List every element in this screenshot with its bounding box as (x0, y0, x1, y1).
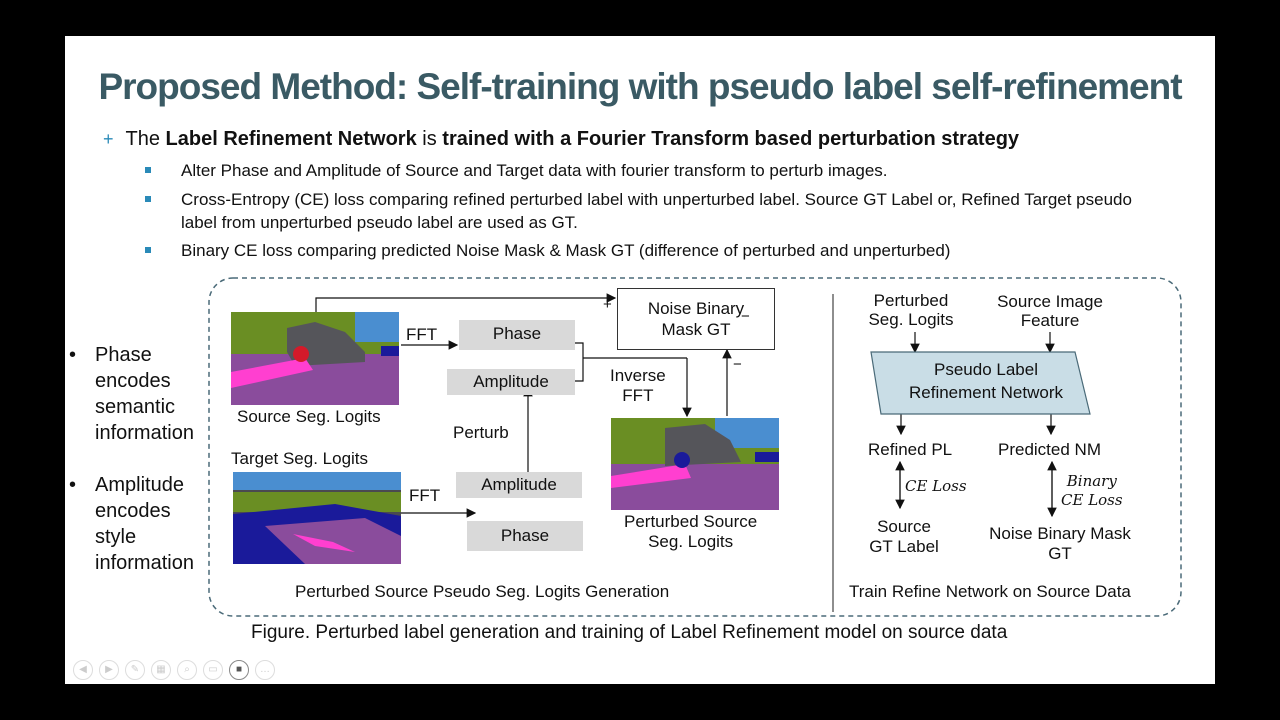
slide: Proposed Method: Self-training with pseu… (65, 36, 1215, 684)
diagram-lines (208, 277, 1182, 617)
noise-binary-mask-line1: Noise Binary Mask (989, 524, 1131, 543)
predicted-nm-label: Predicted NM (998, 440, 1101, 459)
source-gt-line1: Source (877, 517, 931, 536)
source-image-feature-line1: Source Image (997, 292, 1103, 311)
refine-net-line1: Pseudo Label (934, 360, 1038, 379)
perturbed-seg-logits-label: Perturbed Seg. Logits (863, 291, 959, 329)
source-gt-line2: GT Label (869, 537, 939, 556)
diagram-dashed-border (208, 277, 1182, 617)
noise-mask-gt-line2: Mask GT (661, 320, 731, 339)
more-icon[interactable]: … (255, 660, 275, 680)
noise-mask-gt-line1: Noise Binary (647, 299, 745, 318)
source-seg-logits-label: Source Seg. Logits (237, 407, 381, 426)
perturbed-source-image (611, 418, 779, 510)
dot-bullet-icon: • (69, 344, 77, 366)
square-bullet-icon (145, 247, 151, 253)
side-text: style (95, 526, 137, 548)
fft-bottom-label: FFT (409, 486, 441, 505)
slideshow-toolbar: ◀ ▶ ✎ ▦ ⌕ ▭ ■ … (73, 660, 275, 680)
plus-sign: + (603, 296, 612, 313)
source-image-feature-line2: Feature (1020, 311, 1080, 330)
pen-icon[interactable]: ✎ (125, 660, 145, 680)
main-bullet-network: Label Refinement Network (165, 128, 417, 150)
figure-caption: Figure. Perturbed label generation and t… (251, 622, 1008, 643)
ce-loss-label: CE Loss (905, 477, 967, 495)
main-bullet-strategy: trained with a Fourier Transform based p… (442, 128, 1020, 150)
perturbed-source-line1: Perturbed Source (624, 512, 758, 531)
camera-icon[interactable]: ■ (229, 660, 249, 680)
noise-binary-mask-line2: GT (1048, 544, 1072, 563)
prev-icon[interactable]: ◀ (73, 660, 93, 680)
phase-top-box: Phase (459, 320, 575, 350)
side-text: encodes (95, 500, 171, 522)
sub-bullet-2: Cross-Entropy (CE) loss comparing refine… (145, 188, 1145, 234)
main-bullet-middle: is (416, 128, 443, 150)
dot-bullet-icon: • (69, 474, 77, 496)
right-diagram-caption: Train Refine Network on Source Data (849, 582, 1131, 601)
target-seg-logits-label: Target Seg. Logits (231, 449, 369, 468)
side-text: Amplitude (95, 474, 184, 496)
noise-binary-mask-gt-label: Noise Binary Mask GT (975, 524, 1145, 564)
fft-top-label: FFT (406, 325, 438, 344)
binary-ce-loss-label: Binary CE Loss (1061, 472, 1123, 510)
subtitles-icon[interactable]: ▭ (203, 660, 223, 680)
sub-bullet-1: Alter Phase and Amplitude of Source and … (145, 159, 1145, 182)
refined-pl-label: Refined PL (868, 440, 953, 459)
next-icon[interactable]: ▶ (99, 660, 119, 680)
side-text: information (95, 552, 194, 574)
sub-bullet-3: Binary CE loss comparing predicted Noise… (145, 239, 1145, 262)
refinement-network-shape (870, 351, 1091, 415)
zoom-icon[interactable]: ⌕ (177, 660, 197, 680)
plus-bullet-icon: + (103, 129, 114, 149)
main-bullet: + The Label Refinement Network is trained… (103, 128, 1019, 151)
refinement-network-label: Pseudo Label Refinement Network (881, 358, 1091, 404)
left-diagram-caption: Perturbed Source Pseudo Seg. Logits Gene… (295, 582, 670, 601)
square-bullet-icon (145, 196, 151, 202)
source-image-feature-label: Source Image Feature (987, 292, 1113, 330)
target-seg-logits-image (233, 472, 401, 564)
inverse-fft-line1: Inverse (610, 366, 666, 385)
noise-binary-mask-gt-box: Noise Binary Mask GT (617, 288, 775, 350)
inverse-fft-line2: FFT (622, 386, 654, 405)
sub-bullet-text: Alter Phase and Amplitude of Source and … (181, 161, 888, 180)
sub-bullet-text: Cross-Entropy (CE) loss comparing refine… (181, 190, 1132, 232)
side-text: semantic (95, 396, 176, 418)
side-bullet-phase: • Phase encodes semantic information (69, 342, 194, 446)
refine-net-line2: Refinement Network (908, 383, 1063, 402)
side-bullet-amplitude: • Amplitude encodes style information (69, 472, 194, 576)
perturbed-source-label: Perturbed Source Seg. Logits (624, 512, 757, 552)
amplitude-top-box: Amplitude (447, 369, 575, 395)
binary-ce-loss-line2: CE Loss (1061, 491, 1123, 509)
perturb-label: Perturb (453, 423, 509, 442)
source-seg-logits-image (231, 312, 399, 405)
amplitude-bottom-box: Amplitude (456, 472, 582, 498)
perturbed-seg-logits-line2: Seg. Logits (868, 310, 954, 329)
side-text: Phase (95, 344, 152, 366)
perturbed-source-line2: Seg. Logits (648, 532, 734, 551)
inverse-fft-label: Inverse FFT (610, 366, 666, 406)
sub-bullet-text: Binary CE loss comparing predicted Noise… (181, 241, 951, 260)
perturbed-seg-logits-line1: Perturbed (873, 291, 949, 310)
binary-ce-loss-line1: Binary (1066, 472, 1117, 490)
source-gt-label: Source GT Label (861, 517, 947, 557)
side-text: encodes (95, 370, 171, 392)
square-bullet-icon (145, 167, 151, 173)
side-text: information (95, 422, 194, 444)
phase-bottom-box: Phase (467, 521, 583, 551)
minus-sign-top: − (741, 308, 750, 325)
minus-sign: − (733, 356, 742, 373)
slide-title: Proposed Method: Self-training with pseu… (98, 66, 1182, 107)
main-bullet-prefix: The (125, 128, 166, 150)
slides-icon[interactable]: ▦ (151, 660, 171, 680)
